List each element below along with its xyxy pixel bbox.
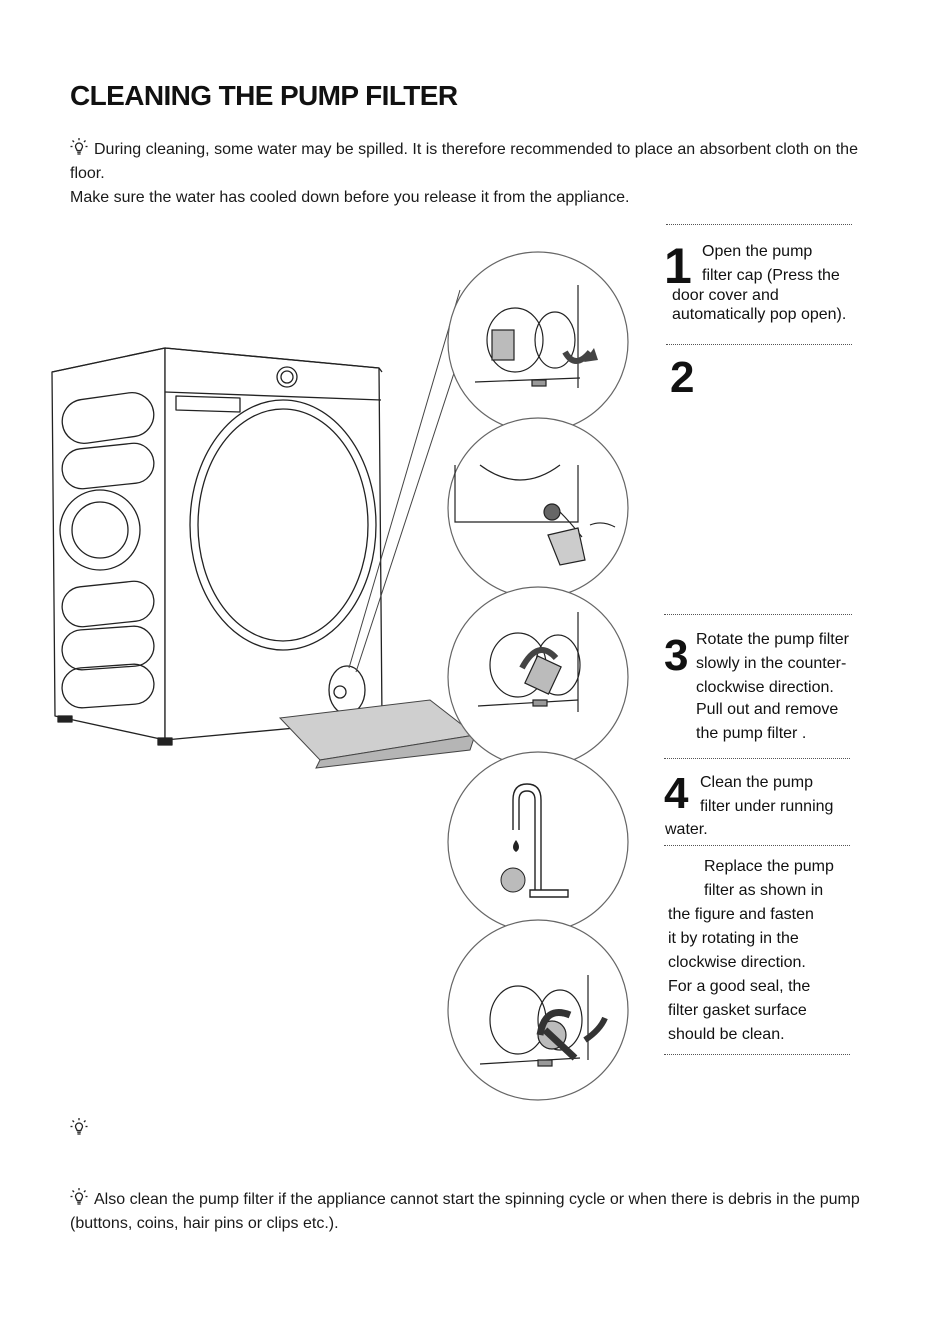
step-3-number: 3 [664, 631, 689, 680]
step-1-line-3: door cover and [672, 287, 779, 304]
step-3-line-1: Rotate the pump filter [696, 631, 849, 648]
step-5-line-6: For a good seal, the [668, 978, 811, 995]
divider [664, 758, 850, 759]
step-5-line-5: clockwise direction. [668, 954, 806, 971]
step-5-line-8: should be clean. [668, 1026, 785, 1043]
step-1-line-2: filter cap (Press the [702, 267, 840, 284]
step-3-line-5: the pump filter . [696, 725, 807, 742]
step-4-number: 4 [664, 769, 689, 818]
footer-note: Also clean the pump filter if the applia… [70, 1187, 880, 1236]
step-3-line-3: clockwise direction. [696, 679, 834, 696]
step-2-number: 2 [670, 353, 695, 402]
divider [664, 845, 850, 846]
step-3-line-4: Pull out and remove [696, 701, 839, 718]
lightbulb-icon [70, 1117, 88, 1137]
step-4-line-3: water. [665, 821, 708, 838]
step-5-line-4: it by rotating in the [668, 930, 799, 947]
lightbulb-icon [70, 137, 88, 157]
divider [664, 614, 852, 615]
page-title: CLEANING THE PUMP FILTER [70, 80, 458, 111]
step-1-line-1: Open the pump [702, 243, 813, 260]
step-5-line-7: filter gasket surface [668, 1002, 807, 1019]
step-5-line-3: the figure and fasten [668, 906, 814, 923]
step-1-line-4: automatically pop open). [672, 306, 847, 323]
step-5-line-2: filter as shown in [704, 882, 824, 899]
step-4-line-1: Clean the pump [700, 774, 813, 791]
divider [664, 1054, 850, 1055]
step-1-number: 1 [664, 238, 692, 294]
divider [666, 344, 852, 345]
lightbulb-icon [70, 1187, 88, 1207]
step-5-line-1: Replace the pump [704, 858, 834, 875]
footer-note-text: Also clean the pump filter if the applia… [70, 1191, 860, 1232]
step-4-line-2: filter under running [700, 798, 834, 815]
intro-text: During cleaning, some water may be spill… [70, 137, 870, 210]
intro-line-1: During cleaning, some water may be spill… [70, 141, 858, 182]
divider [666, 224, 852, 225]
intro-paragraph-1: During cleaning, some water may be spill… [70, 137, 870, 186]
step-3-line-2: slowly in the counter- [696, 655, 847, 672]
intro-line-2: Make sure the water has cooled down befo… [70, 189, 630, 206]
